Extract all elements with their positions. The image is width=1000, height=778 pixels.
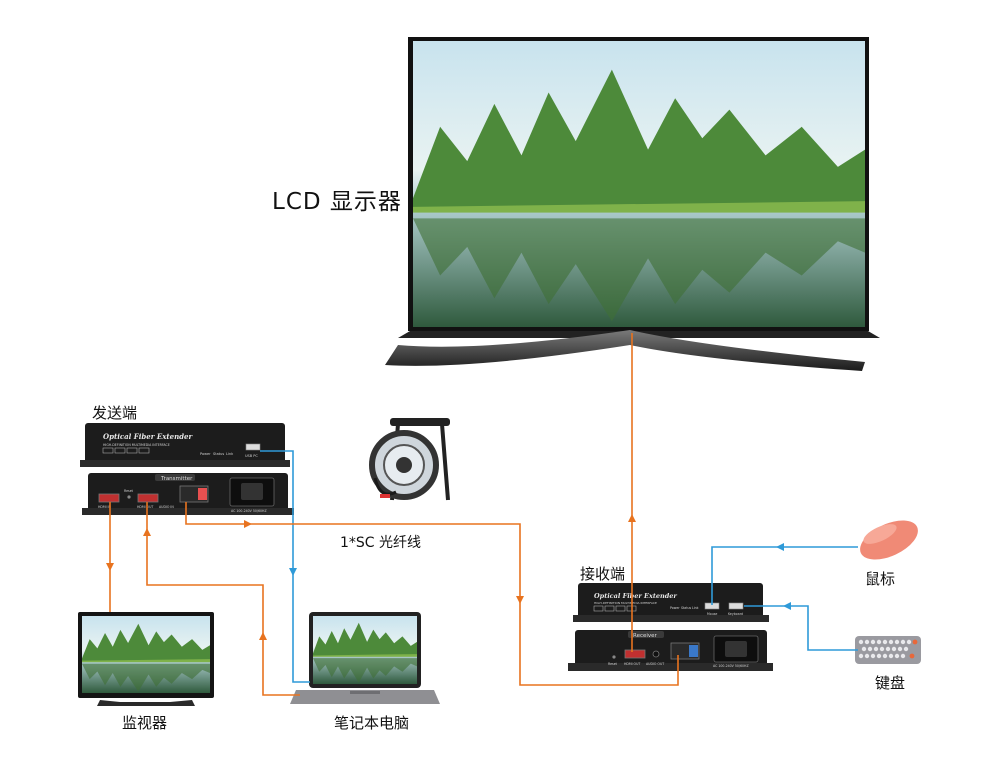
transmitter-rear-panel: Transmitter HDMI IN Reset HDMI OUT AUDIO… [82,473,294,515]
usb-port-icon [245,443,261,451]
receiver-front-panel: Optical Fiber Extender HIGH-DEFINITION M… [573,583,769,622]
usb-mouse-label: Mouse [707,612,717,616]
monitor [78,612,214,706]
usb-line-keyboard [744,605,858,651]
receiver-label: 接收端 [580,565,626,583]
connection-lines [106,333,858,696]
audio-out-label: AUDIO OUT [646,662,664,666]
hdmi-in-label: HDMI IN [98,505,111,509]
transmitter-title: Optical Fiber Extender [103,432,194,441]
led-power-label: Power [670,606,680,610]
usb-line-mouse [711,546,858,605]
hdmi-out-port-icon [137,493,159,503]
hdmi-in-port-icon [98,493,120,503]
keyboard-icon [855,636,921,664]
fiber-cable-label: 1*SC 光纤线 [340,535,422,551]
led-link-label: Link [226,452,234,456]
led-status-label: Status [681,606,691,610]
reset-label: Reset [124,489,134,493]
arrow-icon [259,632,267,640]
receiver-subtitle: HIGH-DEFINITION MULTIMEDIA INTERFACE [594,601,657,605]
lcd-tv [385,37,880,371]
arrow-icon [783,602,791,610]
power-spec-label: AC 100-240V 50/60HZ [713,664,749,668]
arrow-icon [628,514,636,522]
lcd-display-label: LCD 显示器 [272,189,402,215]
audio-in-label: AUDIO IN [159,505,174,509]
hdmi-out-port-icon [624,649,646,659]
hdmi-out-label: HDMI OUT [624,662,640,666]
fiber-line [185,502,679,686]
hdmi-line-laptop [146,502,300,696]
mouse-icon [860,520,918,560]
usb-pc-label: USB PC [245,454,258,458]
audio-out-port-icon [652,650,660,658]
receiver-rear-panel: Receiver Reset HDMI OUT AUDIO OUT AC 100… [568,630,773,671]
fiber-spool [369,418,450,501]
led-power-label: Power [200,452,211,456]
arrow-icon [143,528,151,536]
monitor-label: 监视器 [122,714,168,732]
hdmi-out-label: HDMI OUT [137,505,153,509]
arrow-icon [106,563,114,571]
arrow-icon [289,568,297,576]
usb-line-laptop [260,450,310,683]
keyboard-label: 键盘 [875,674,906,692]
usb-keyboard-label: Keyboard [728,612,743,616]
transmitter-label: 发送端 [92,404,138,422]
transmitter-front-panel: Optical Fiber Extender HIGH-DEFINITION M… [80,423,290,467]
receiver-title: Optical Fiber Extender [594,592,677,600]
transmitter-badge: Transmitter [160,476,193,482]
reset-label: Reset [608,662,618,666]
led-status-label: Status [213,452,224,456]
led-link-label: Link [692,606,699,610]
usb-keyboard-port-icon [728,602,744,610]
transmitter-subtitle: HIGH-DEFINITION MULTIMEDIA INTERFACE [103,443,170,447]
arrow-icon [244,520,252,528]
laptop-label: 笔记本电脑 [334,714,410,732]
arrow-icon [516,596,524,604]
mouse-label: 鼠标 [865,570,896,588]
arrow-icon [776,543,784,551]
laptop [290,612,440,704]
power-spec-label: AC 100-240V 50/60HZ [231,509,267,513]
receiver-badge: Receiver [633,633,658,639]
